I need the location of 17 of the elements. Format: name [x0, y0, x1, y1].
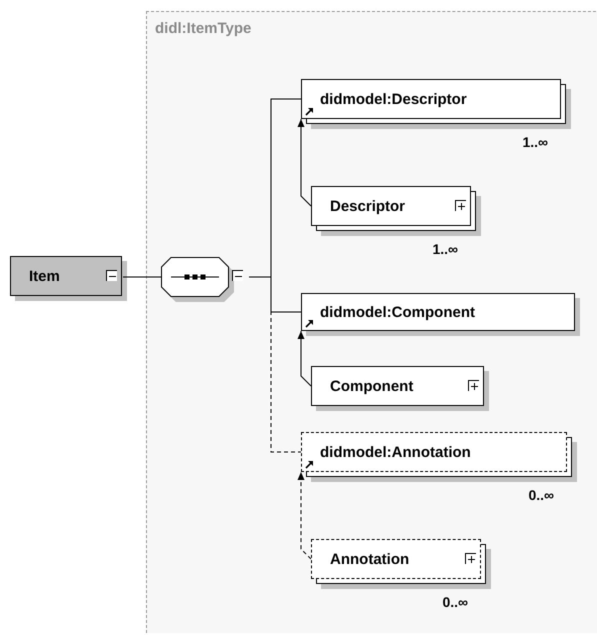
element-name: Component — [329, 378, 414, 394]
connector — [298, 472, 312, 560]
element-name: didmodel:Annotation — [319, 444, 471, 460]
multiplicity-label: 1..∞ — [432, 241, 458, 257]
connector — [298, 118, 312, 206]
element-name: Item — [28, 268, 60, 284]
element-name: didmodel:Descriptor — [319, 90, 467, 108]
element-name: Annotation — [329, 550, 410, 568]
connector — [122, 276, 162, 278]
connector — [248, 276, 302, 452]
group-title: didl:ItemType — [155, 20, 252, 37]
connector — [298, 330, 312, 386]
multiplicity-label: 0..∞ — [442, 594, 468, 610]
element-name: Descriptor — [329, 198, 406, 214]
multiplicity-label: 1..∞ — [522, 134, 548, 150]
element-name: didmodel:Component — [319, 304, 475, 320]
multiplicity-label: 0..∞ — [528, 487, 554, 503]
